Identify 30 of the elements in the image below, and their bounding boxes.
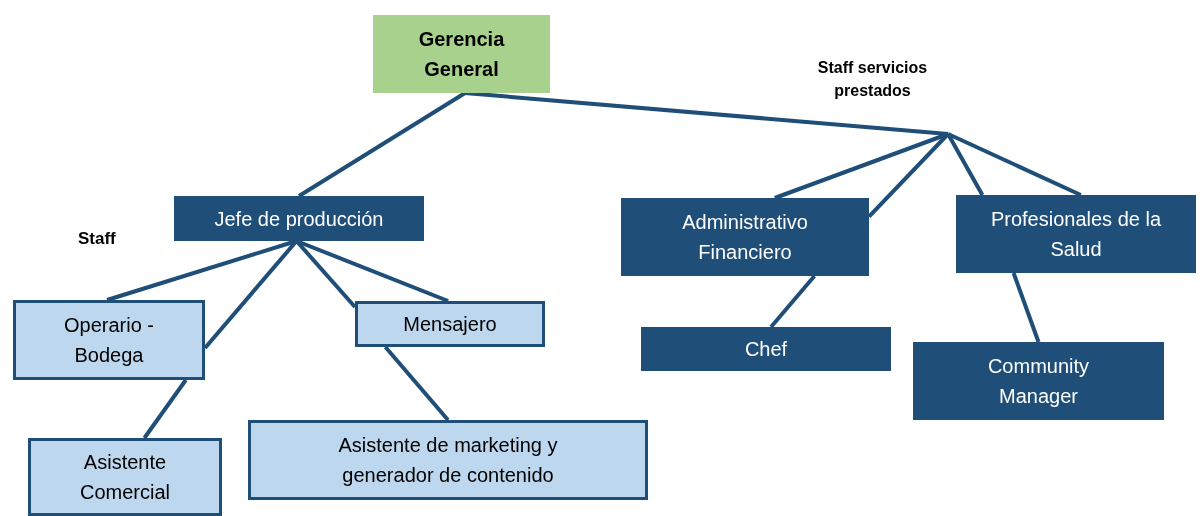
connector-line <box>1011 272 1041 343</box>
connector-line <box>946 133 985 196</box>
position-title: Asistente de marketing y generador de contenido <box>337 433 559 488</box>
connector-line <box>383 345 450 422</box>
position-title: Community Manager <box>986 354 1091 409</box>
org-box <box>641 327 891 371</box>
position-title: Jefe de producción <box>214 206 384 232</box>
connector-line <box>297 91 467 198</box>
org-box <box>913 342 1164 420</box>
connector-line <box>142 378 188 440</box>
org-box <box>956 195 1196 273</box>
connector-line <box>947 132 1082 197</box>
connector-line <box>464 91 949 136</box>
position-title: Administrativo Financiero <box>681 210 809 265</box>
position-title: Gerencia General <box>417 27 506 82</box>
org-box <box>13 300 205 380</box>
position-title: Profesionales de la Salud <box>989 207 1163 262</box>
connector-line <box>769 274 816 329</box>
org-box <box>248 420 648 500</box>
org-box <box>28 438 222 516</box>
position-title: Chef <box>744 337 788 362</box>
position-title: Mensajero <box>403 312 497 337</box>
org-box <box>373 15 550 93</box>
group-heading: Staff servicios prestados <box>816 58 929 102</box>
org-box <box>355 301 545 347</box>
staff-label: Staff <box>78 229 116 249</box>
position-title: Asistente Comercial <box>79 450 171 505</box>
position-title: Operario - Bodega <box>63 313 155 368</box>
org-box <box>174 196 424 241</box>
org-box <box>621 198 869 276</box>
